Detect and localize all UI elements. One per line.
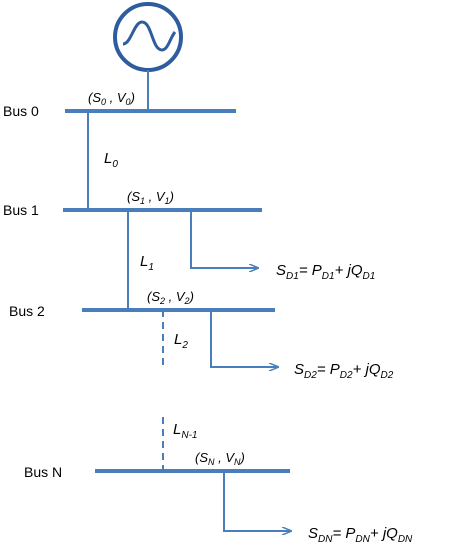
load-arrow-d2 xyxy=(210,310,278,367)
load-equation-d2: SD2= PD2+ jQD2 xyxy=(294,361,394,381)
ac-generator-icon xyxy=(113,2,183,72)
line-label-l0: L0 xyxy=(104,150,118,170)
line-label-ln-1: LN-1 xyxy=(173,421,197,441)
bus-label: Bus N xyxy=(24,464,62,480)
load-equation-dn: SDN= PDN+ jQDN xyxy=(308,525,413,545)
line-label-l1: L1 xyxy=(140,253,154,273)
load-equation-d1: SD1= PD1+ jQD1 xyxy=(276,262,375,282)
bus-0-sv-label: (S0 , V0) xyxy=(88,90,135,107)
load-arrow-d1 xyxy=(190,210,258,268)
line-label-l2: L2 xyxy=(174,331,188,351)
load-arrow-dn xyxy=(223,471,291,531)
bus-label: Bus 1 xyxy=(3,202,39,218)
bus-label: Bus 2 xyxy=(9,303,45,319)
bus-2-sv-label: (S2 , V2) xyxy=(147,289,194,306)
bus-1-sv-label: (S1 , V1) xyxy=(127,189,174,206)
bus-n-sv-label: (SN , VN) xyxy=(195,450,245,467)
bus-label: Bus 0 xyxy=(3,103,39,119)
